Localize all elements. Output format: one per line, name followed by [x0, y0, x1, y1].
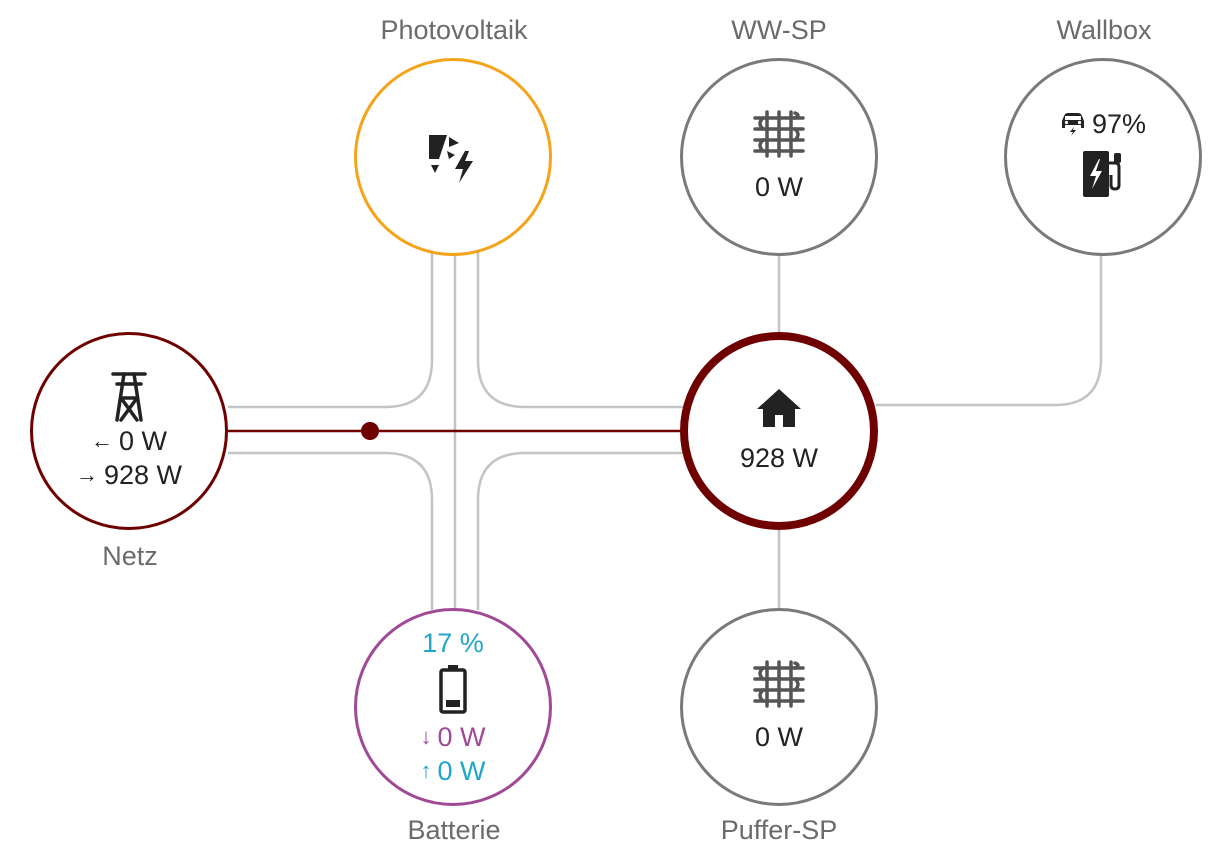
battery-in-row: ↓ 0 W	[420, 720, 485, 754]
water-heater-label: WW-SP	[731, 15, 827, 45]
grid-label: Netz	[102, 541, 158, 571]
grid-node[interactable]: ← 0 W → 928 W	[30, 332, 228, 530]
flow-solar-to-home	[476, 252, 683, 409]
battery-label: Batterie	[407, 815, 501, 845]
ev-station-icon	[1083, 151, 1121, 197]
buffer-node[interactable]: 0 W	[680, 608, 878, 806]
home-icon	[757, 389, 801, 427]
wallbox-soc-row: 97%	[1060, 107, 1146, 141]
arrow-left-icon: ←	[90, 428, 113, 453]
battery-low-icon	[439, 665, 467, 714]
car-charging-icon	[1061, 113, 1084, 136]
home-power: 928 W	[739, 443, 819, 473]
buffer-power: 0 W	[754, 722, 803, 752]
wallbox-vehicle-soc: 97%	[1091, 109, 1147, 139]
home-node[interactable]: 928 W	[680, 332, 878, 530]
flow-solar-to-grid	[228, 252, 434, 409]
flow-home-to-wallbox	[876, 252, 1103, 407]
arrow-down-icon: ↓	[420, 724, 432, 749]
grid-return-row: ← 0 W	[91, 424, 167, 458]
flow-grid-to-home-dot	[361, 422, 379, 440]
wallbox-node[interactable]: 97%	[1004, 58, 1202, 256]
water-heater-power: 0 W	[754, 172, 803, 202]
flow-battery-to-home	[476, 451, 683, 610]
solar-power-icon	[429, 135, 473, 183]
grid-consumption-power: 928 W	[103, 460, 183, 490]
arrow-right-icon: →	[75, 462, 98, 487]
grid-return-power: 0 W	[118, 426, 167, 456]
battery-node[interactable]: 17 % ↓ 0 W ↑ 0 W	[354, 608, 552, 806]
battery-out-power: 0 W	[437, 756, 486, 786]
buffer-label: Puffer-SP	[720, 815, 838, 845]
transmission-tower-icon	[111, 372, 147, 422]
arrow-up-icon: ↑	[420, 758, 432, 783]
solar-label: Photovoltaik	[380, 15, 528, 45]
wallbox-label: Wallbox	[1056, 15, 1152, 45]
radiator-icon	[753, 110, 805, 158]
battery-in-power: 0 W	[437, 722, 486, 752]
solar-node[interactable]	[354, 58, 552, 256]
water-heater-node[interactable]: 0 W	[680, 58, 878, 256]
battery-soc: 17 %	[422, 628, 484, 658]
grid-consumption-row: → 928 W	[76, 458, 182, 492]
battery-out-row: ↑ 0 W	[420, 754, 485, 788]
flow-battery-to-grid	[228, 451, 434, 610]
radiator-icon	[753, 660, 805, 708]
